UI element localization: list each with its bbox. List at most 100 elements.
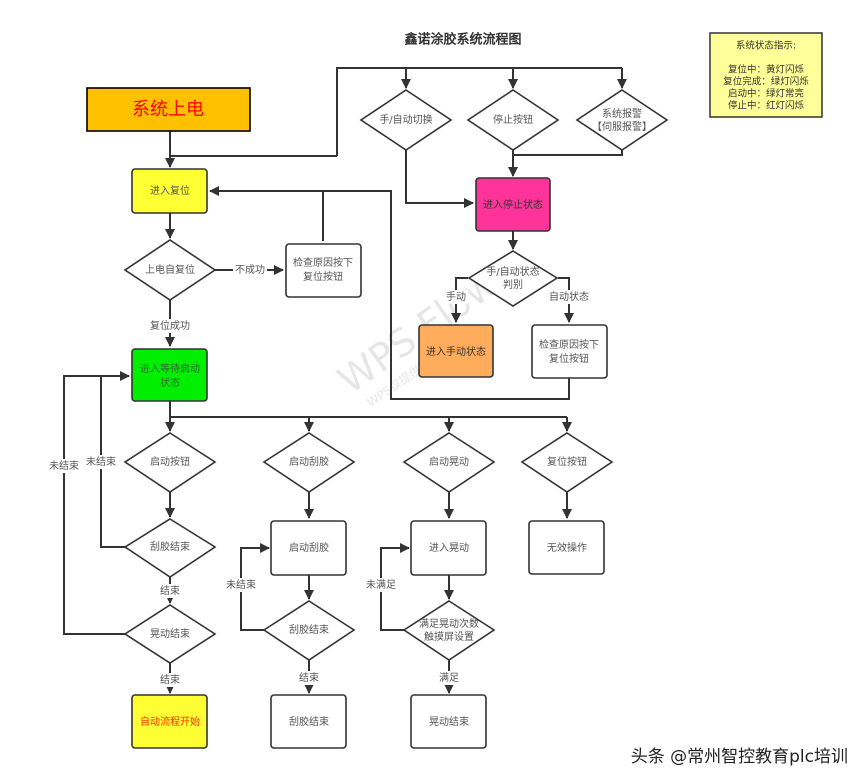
connector-alarm-to-stop	[513, 150, 623, 156]
start-shake-diamond	[402, 432, 496, 493]
start-glue-dec-label: 启动刮胶	[289, 455, 329, 468]
reset-button-diamond	[520, 432, 614, 493]
connector-judge-to-manual	[451, 277, 468, 323]
check-reset-1-line1: 检查原因按下	[293, 256, 353, 269]
start-glue-diamond	[262, 432, 356, 493]
node-reset[interactable]: 进入复位	[131, 168, 208, 214]
check-reset-1-line2: 复位按钮	[303, 270, 343, 283]
node-enter-shake[interactable]: 进入晃动	[410, 520, 487, 576]
footer-credit: 头条 @常州智控教育plc培训	[630, 747, 848, 767]
node-check-reset-1[interactable]: 检查原因按下 复位按钮	[285, 243, 362, 298]
legend-line: 启动中：绿灯常亮	[728, 88, 804, 100]
connector-top-bus	[336, 67, 622, 156]
edge-label-reset-ok: 复位成功	[150, 319, 190, 332]
start-glue-box-label: 启动刮胶	[289, 541, 329, 554]
stop-state-box	[475, 177, 551, 232]
shake-count-diamond	[402, 600, 496, 661]
edge-labels: 不成功 复位成功 手动 自动状态 未结束 未结束 结束 结束 未结束 结束 未满…	[48, 263, 591, 687]
edge-label-auto: 自动状态	[549, 290, 589, 303]
alarm-line2: 【伺服报警】	[592, 120, 652, 133]
mode-judge-diamond	[467, 250, 559, 307]
check-reset-1-box	[285, 243, 362, 298]
node-start-shake-decision[interactable]: 启动晃动	[402, 432, 496, 493]
stop-button-label: 停止按钮	[493, 113, 533, 126]
node-power-reset-decision[interactable]: 上电自复位	[123, 239, 217, 301]
node-auto-start[interactable]: 自动流程开始	[131, 694, 208, 749]
glue-end-1-label: 刮胶结束	[150, 540, 190, 553]
node-start-glue-decision[interactable]: 启动刮胶	[262, 432, 356, 493]
wait-start-line1: 进入等待启动	[140, 362, 200, 375]
node-check-reset-2[interactable]: 检查原因按下 复位按钮	[531, 324, 608, 379]
node-mode-judge[interactable]: 手/自动状态 判别	[467, 250, 559, 307]
connectors	[63, 67, 627, 694]
connector-check2-to-reset	[209, 186, 570, 400]
node-power-on[interactable]: 系统上电	[86, 87, 251, 132]
node-shake-done[interactable]: 晃动结束	[410, 694, 487, 749]
shake-done-box	[410, 694, 487, 749]
node-start-button[interactable]: 启动按钮	[123, 432, 217, 493]
manual-state-label: 进入手动状态	[426, 345, 486, 358]
power-reset-label: 上电自复位	[145, 263, 195, 276]
node-reset-button[interactable]: 复位按钮	[520, 432, 614, 493]
edge-label-fail: 不成功	[235, 264, 265, 276]
node-glue-done[interactable]: 刮胶结束	[270, 694, 347, 749]
power-reset-diamond	[123, 239, 217, 301]
shake-count-line1: 满足晃动次数	[419, 617, 479, 630]
node-glue-end-2[interactable]: 刮胶结束	[262, 600, 356, 661]
start-button-label: 启动按钮	[150, 455, 190, 468]
edge-label-end-glue: 结束	[299, 671, 319, 684]
node-start-glue-box[interactable]: 启动刮胶	[270, 520, 347, 576]
connector-outer-loop	[63, 371, 130, 635]
shake-end-1-label: 晃动结束	[150, 627, 190, 640]
edge-label-not-end-outer: 未结束	[49, 459, 79, 472]
node-invalid-op[interactable]: 无效操作	[528, 520, 605, 575]
start-button-diamond	[123, 432, 217, 493]
node-shake-end-1[interactable]: 晃动结束	[123, 604, 217, 664]
reset-button-label: 复位按钮	[547, 455, 587, 468]
edge-label-manual: 手动	[446, 290, 466, 303]
mode-judge-line2: 判别	[503, 279, 523, 291]
shake-count-line2: 触摸屏设置	[424, 630, 474, 643]
edge-label-met: 满足	[439, 672, 459, 684]
alarm-line1: 系统报警	[602, 107, 642, 120]
switch-diamond	[359, 89, 453, 151]
legend-heading: 系统状态指示:	[736, 40, 796, 52]
switch-label: 手/自动切换	[379, 113, 432, 126]
check-reset-2-box	[531, 324, 608, 379]
stop-state-label: 进入停止状态	[483, 198, 543, 211]
node-system-alarm[interactable]: 系统报警 【伺服报警】	[575, 89, 669, 151]
mode-judge-line1: 手/自动状态	[486, 265, 539, 278]
node-manual-state[interactable]: 进入手动状态	[418, 324, 494, 378]
auto-start-label: 自动流程开始	[140, 715, 200, 728]
connector-judge-to-check2	[558, 277, 574, 323]
stop-button-diamond	[466, 89, 560, 151]
alarm-diamond	[575, 89, 669, 151]
node-manual-auto-switch[interactable]: 手/自动切换	[359, 89, 453, 151]
enter-shake-label: 进入晃动	[429, 542, 469, 554]
node-wait-start[interactable]: 进入等待启动 状态	[131, 348, 208, 402]
wait-start-line2: 状态	[160, 376, 180, 389]
start-glue-box	[270, 520, 347, 576]
check-reset-2-line1: 检查原因按下	[539, 338, 599, 351]
edge-label-end-2: 结束	[160, 673, 180, 686]
power-on-box	[86, 87, 251, 132]
shake-end-1-diamond	[123, 604, 217, 664]
legend-line: 停止中：红灯闪烁	[728, 100, 805, 112]
manual-state-box	[418, 324, 494, 378]
shake-done-label: 晃动结束	[429, 715, 469, 728]
wait-start-box	[131, 348, 208, 402]
edge-label-not-met: 未满足	[366, 579, 396, 591]
diagram-title: 鑫诺涂胶系统流程图	[403, 32, 521, 48]
node-shake-count[interactable]: 满足晃动次数 触摸屏设置	[402, 600, 496, 661]
edge-label-not-end-glue: 未结束	[226, 578, 256, 591]
node-glue-end-1[interactable]: 刮胶结束	[123, 518, 217, 578]
power-on-label: 系统上电	[132, 99, 204, 120]
legend-line: 复位完成：绿灯闪烁	[723, 76, 809, 88]
node-stop-state[interactable]: 进入停止状态	[475, 177, 551, 232]
reset-label: 进入复位	[150, 184, 190, 197]
enter-shake-box	[410, 520, 487, 576]
legend-box	[709, 32, 823, 118]
check-reset-2-line2: 复位按钮	[549, 352, 589, 365]
node-stop-button[interactable]: 停止按钮	[466, 89, 560, 151]
